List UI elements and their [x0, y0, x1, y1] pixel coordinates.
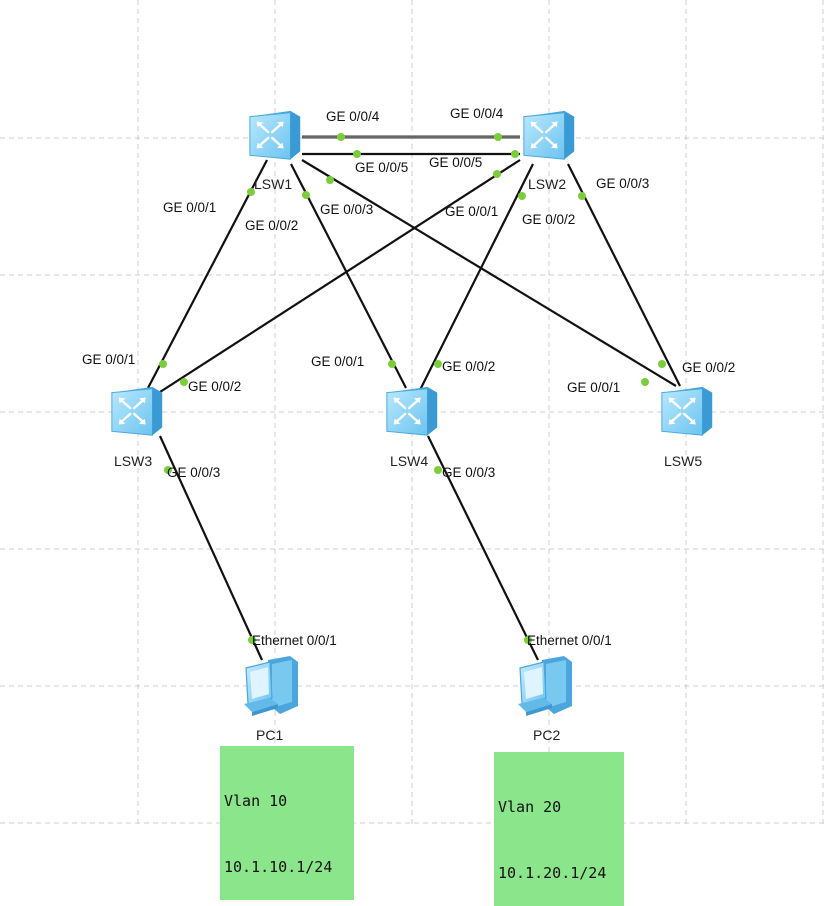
port-label: GE 0/0/2 [245, 218, 298, 233]
topology-diagram: LSW1 LSW2 LSW3 LSW4 LSW5 PC1 PC2 GE 0/0/… [0, 0, 826, 825]
switch-lsw4[interactable]: LSW4 [385, 385, 439, 469]
pc-icon [517, 655, 573, 717]
switch-icon [660, 385, 714, 437]
link-lsw4-pc2[interactable] [427, 435, 539, 661]
pc2-vlan-note: Vlan 20 10.1.20.1/24 [494, 752, 624, 906]
port-label: GE 0/0/5 [355, 160, 408, 175]
port-label: GE 0/0/1 [163, 200, 216, 215]
pc1-ip-text: 10.1.10.1/24 [224, 858, 333, 876]
port-label: GE 0/0/2 [442, 359, 495, 374]
port-dot [302, 191, 310, 199]
pc2-vlan-text: Vlan 20 [498, 798, 562, 816]
port-dot [159, 360, 167, 368]
device-label-lsw4: LSW4 [390, 453, 428, 469]
port-labels: GE 0/0/4 GE 0/0/4 GE 0/0/5 GE 0/0/5 GE 0… [82, 106, 735, 648]
port-label: GE 0/0/1 [567, 380, 620, 395]
device-label-lsw2: LSW2 [528, 176, 566, 192]
port-label: GE 0/0/3 [167, 465, 220, 480]
port-label: GE 0/0/1 [311, 354, 364, 369]
port-label: GE 0/0/3 [320, 202, 373, 217]
port-dot [248, 636, 256, 644]
port-label: GE 0/0/4 [326, 109, 380, 124]
port-label: GE 0/0/2 [522, 212, 575, 227]
link-lsw2-lsw5[interactable] [567, 163, 681, 387]
pc2-ip-text: 10.1.20.1/24 [498, 864, 607, 882]
pc1-vlan-text: Vlan 10 [224, 792, 288, 810]
port-dot [337, 133, 345, 141]
port-dot [524, 636, 532, 644]
device-label-pc2: PC2 [533, 727, 560, 743]
port-label: GE 0/0/5 [429, 155, 482, 170]
link-lsw1-lsw4[interactable] [290, 163, 407, 389]
port-label: GE 0/0/3 [442, 465, 495, 480]
switch-lsw1[interactable]: LSW1 [248, 109, 302, 192]
switch-icon [248, 109, 302, 161]
port-label: GE 0/0/2 [682, 360, 735, 375]
switch-icon [110, 385, 164, 437]
pc1-vlan-note: Vlan 10 10.1.10.1/24 [220, 746, 354, 900]
port-dot [326, 176, 334, 184]
port-dot [164, 466, 172, 474]
switch-lsw2[interactable]: LSW2 [522, 109, 576, 192]
port-dot [434, 360, 442, 368]
port-label: GE 0/0/4 [450, 106, 504, 121]
device-label-lsw3: LSW3 [114, 453, 152, 469]
switch-icon [385, 385, 439, 437]
port-dots [159, 133, 666, 644]
pc-pc1[interactable]: PC1 [243, 655, 299, 743]
port-dot [518, 192, 526, 200]
port-dot [388, 360, 396, 368]
link-lsw3-pc1[interactable] [158, 435, 264, 661]
switch-lsw5[interactable]: LSW5 [660, 385, 714, 469]
link-lsw2-lsw4[interactable] [419, 163, 534, 391]
port-label: GE 0/0/1 [82, 352, 135, 367]
port-dot [578, 192, 586, 200]
port-dot [494, 133, 502, 141]
port-dot [641, 378, 649, 386]
links [147, 135, 681, 661]
port-label: GE 0/0/2 [188, 379, 241, 394]
port-label: GE 0/0/1 [445, 204, 498, 219]
port-dot [434, 466, 442, 474]
port-label: Ethernet 0/0/1 [527, 633, 612, 648]
link-lsw1-lsw5[interactable] [301, 159, 677, 387]
pc-icon [243, 655, 299, 717]
port-dot [247, 188, 255, 196]
link-lsw2-lsw3[interactable] [159, 159, 521, 393]
link-lsw1-lsw3[interactable] [147, 159, 268, 389]
port-dot [493, 170, 501, 178]
port-label: GE 0/0/3 [596, 176, 649, 191]
port-dot [180, 378, 188, 386]
port-dot [353, 150, 361, 158]
switch-icon [522, 109, 576, 161]
port-dot [658, 360, 666, 368]
port-dot [511, 150, 519, 158]
device-label-lsw1: LSW1 [254, 176, 292, 192]
port-label: Ethernet 0/0/1 [252, 633, 337, 648]
device-label-pc1: PC1 [256, 727, 283, 743]
switch-lsw3[interactable]: LSW3 [110, 385, 164, 469]
device-label-lsw5: LSW5 [664, 453, 702, 469]
pc-pc2[interactable]: PC2 [517, 655, 573, 743]
